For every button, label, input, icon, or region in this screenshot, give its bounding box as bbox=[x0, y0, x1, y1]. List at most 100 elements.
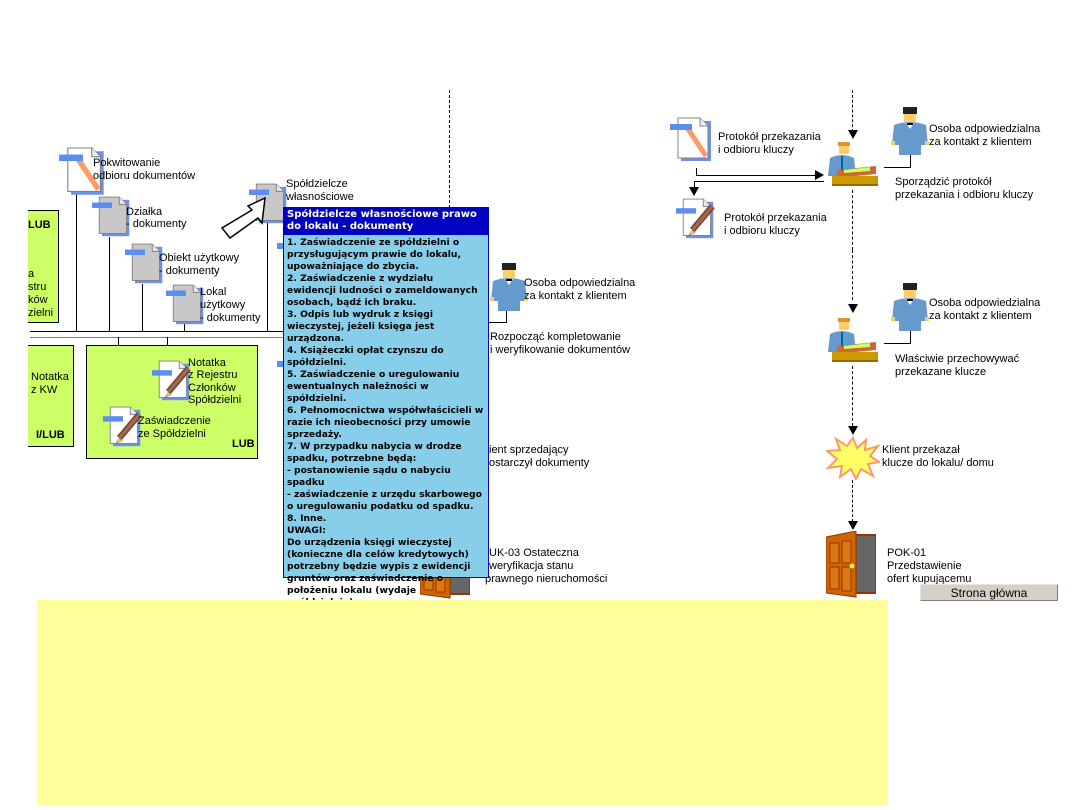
doc-label-line: Członków bbox=[188, 382, 236, 394]
connector-line bbox=[884, 343, 911, 344]
doc-label-line: użytkowy bbox=[200, 299, 246, 311]
swimlane-divider bbox=[852, 90, 853, 132]
event-label-line: ostarczył dokumenty bbox=[489, 457, 590, 469]
doc-label-line: odbioru dokumentów bbox=[93, 170, 196, 182]
doc-label-line: Pokwitowanie bbox=[93, 157, 161, 169]
document-pencil-icon bbox=[103, 406, 143, 450]
door-exit-icon[interactable] bbox=[826, 531, 876, 599]
document-pencil-icon bbox=[676, 196, 716, 244]
swimlane-divider bbox=[852, 480, 853, 522]
lub-label: LUB bbox=[232, 438, 255, 450]
connector-line bbox=[694, 181, 824, 182]
arrow-down-icon bbox=[689, 187, 699, 196]
exit-label-line[interactable]: weryfikacja stanu bbox=[489, 560, 574, 572]
connector-line bbox=[694, 181, 695, 189]
task-label-line: przekazane klucze bbox=[895, 366, 987, 378]
document-pencil-icon bbox=[152, 360, 192, 404]
document-tooltip: Spółdzielcze własnościowe prawo do lokal… bbox=[283, 207, 489, 608]
connector-line bbox=[696, 175, 816, 176]
event-label-line: Klient przekazał bbox=[882, 444, 960, 456]
alternative-group-box: Notatka z KW I/LUB bbox=[28, 345, 74, 447]
lub-label: LUB bbox=[28, 219, 51, 231]
task-label-line: przekazania i odbioru kluczy bbox=[895, 189, 1034, 201]
doc-label-line: Notatka bbox=[31, 371, 69, 383]
person-label-line: za kontakt z klientem bbox=[929, 310, 1032, 322]
doc-label-line: Protokół przekazania bbox=[724, 212, 827, 224]
doc-label-line: Spółdzielni bbox=[188, 394, 242, 406]
task-label-line: i weryfikowanie dokumentów bbox=[490, 344, 631, 356]
home-page-button[interactable]: Strona główna bbox=[920, 584, 1058, 601]
exit-label-line[interactable]: Przedstawienie bbox=[887, 560, 962, 572]
doc-label-line: Lokal bbox=[200, 286, 227, 298]
document-tab-fragment bbox=[277, 361, 285, 367]
doc-label-line: z Rejestru bbox=[188, 369, 238, 381]
arrow-right-icon bbox=[815, 170, 824, 180]
doc-label-line: Notatka bbox=[188, 357, 226, 369]
lub-label: I/LUB bbox=[36, 429, 65, 441]
swimlane-divider bbox=[852, 366, 853, 426]
doc-label-line: - dokumenty bbox=[159, 265, 220, 277]
connector-line bbox=[30, 337, 285, 338]
event-starburst-icon bbox=[826, 436, 880, 480]
doc-label-line: Obiekt użytkowy bbox=[159, 252, 240, 264]
person-responsible-icon bbox=[891, 283, 929, 331]
person-label-line: Osoba odpowiedzialna bbox=[929, 123, 1041, 135]
doc-label-line: ze Spółdzielni bbox=[138, 428, 206, 440]
task-label-line: Rozpocząć kompletowanie bbox=[490, 331, 621, 343]
doc-label-line: Działka bbox=[126, 206, 163, 218]
doc-label-line: Protokół przekazania bbox=[718, 131, 821, 143]
exit-label-line[interactable]: UK-03 Ostateczna bbox=[489, 547, 579, 559]
tooltip-title: Spółdzielcze własnościowe prawo do lokal… bbox=[284, 208, 488, 235]
person-responsible-icon bbox=[490, 263, 528, 311]
doc-label-line: z KW bbox=[31, 384, 58, 396]
connector-line bbox=[910, 155, 911, 167]
connector-line bbox=[76, 188, 77, 331]
connector-line bbox=[696, 168, 697, 176]
swimlane-divider bbox=[852, 250, 853, 300]
arrow-down-icon bbox=[848, 130, 858, 139]
document-tab-fragment bbox=[277, 243, 285, 249]
doc-label-line: stru bbox=[28, 281, 47, 293]
person-label-line: Osoba odpowiedzialna bbox=[524, 277, 636, 289]
swimlane-divider bbox=[449, 90, 450, 208]
doc-label-line: a bbox=[28, 268, 35, 280]
exit-label-line[interactable]: ofert kupującemu bbox=[887, 573, 972, 585]
exit-label-line[interactable]: prawnego nieruchomości bbox=[485, 573, 608, 585]
connector-line bbox=[30, 331, 285, 332]
event-label-line: klucze do lokalu/ domu bbox=[882, 457, 994, 469]
task-label-line: Właściwie przechowywać bbox=[895, 353, 1020, 365]
doc-label-line: i odbioru kluczy bbox=[718, 144, 794, 156]
connector-line bbox=[142, 284, 143, 331]
person-label-line: za kontakt z klientem bbox=[524, 290, 627, 302]
doc-label-line: Spółdzielcze bbox=[286, 178, 348, 190]
doc-label-line: własnościowe bbox=[286, 191, 354, 203]
person-label-line: za kontakt z klientem bbox=[929, 136, 1032, 148]
notes-panel bbox=[37, 600, 888, 805]
connector-line bbox=[910, 331, 911, 343]
arrow-down-icon bbox=[848, 304, 858, 313]
arrow-down-icon bbox=[848, 521, 858, 530]
doc-label-line: ków bbox=[28, 294, 48, 306]
connector-line bbox=[109, 237, 110, 331]
doc-label-line: - dokumenty bbox=[200, 312, 261, 324]
connector-line bbox=[506, 311, 507, 323]
connector-line bbox=[884, 167, 911, 168]
arrow-down-icon bbox=[848, 426, 858, 435]
connector-line bbox=[184, 324, 185, 331]
tooltip-body: 1. Zaświadczenie ze spółdzielni o przysł… bbox=[287, 237, 484, 608]
alternative-group-box: LUB a stru ków zielni bbox=[28, 210, 59, 323]
cursor-arrow-icon bbox=[220, 196, 266, 240]
person-responsible-icon bbox=[891, 107, 929, 155]
person-label-line: Osoba odpowiedzialna bbox=[929, 297, 1041, 309]
connector-line bbox=[267, 222, 268, 331]
doc-label-line: Zaświadczenie bbox=[138, 415, 211, 427]
document-icon bbox=[670, 114, 714, 168]
doc-label-line: i odbioru kluczy bbox=[724, 225, 800, 237]
doc-label-line: zielni bbox=[28, 307, 54, 319]
exit-label-line[interactable]: POK-01 bbox=[887, 547, 927, 559]
connector-line bbox=[489, 322, 507, 323]
event-label-line: ient sprzedający bbox=[489, 444, 569, 456]
swimlane-divider bbox=[852, 190, 853, 250]
clerk-at-desk-icon bbox=[828, 142, 878, 186]
doc-label-line: - dokumenty bbox=[126, 218, 187, 230]
